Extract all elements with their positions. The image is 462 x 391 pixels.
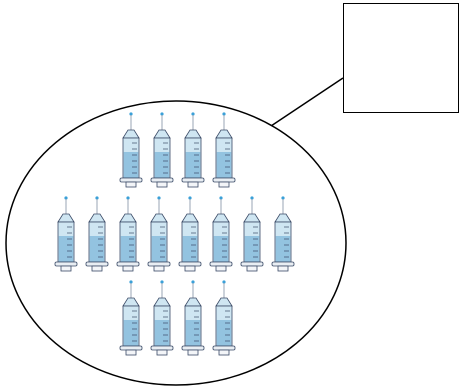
syringe-icon <box>209 196 233 272</box>
syringe-icon <box>85 196 109 272</box>
syringe-icon <box>212 112 236 188</box>
syringe-icon <box>212 280 236 356</box>
callout-connector-line <box>270 77 344 127</box>
syringe-icon <box>181 280 205 356</box>
syringe-icon <box>116 196 140 272</box>
syringe-icon <box>150 280 174 356</box>
top-row <box>119 112 236 188</box>
syringe-icon <box>240 196 264 272</box>
middle-row <box>54 196 295 272</box>
syringe-icon <box>119 112 143 188</box>
syringe-group <box>54 112 295 356</box>
syringe-icon <box>119 280 143 356</box>
bottom-row <box>119 280 236 356</box>
syringe-icon <box>147 196 171 272</box>
syringe-icon <box>150 112 174 188</box>
syringe-icon <box>271 196 295 272</box>
syringe-icon <box>178 196 202 272</box>
syringe-icon <box>54 196 78 272</box>
callout-box <box>343 3 459 113</box>
syringe-icon <box>181 112 205 188</box>
container-ellipse <box>5 100 347 386</box>
